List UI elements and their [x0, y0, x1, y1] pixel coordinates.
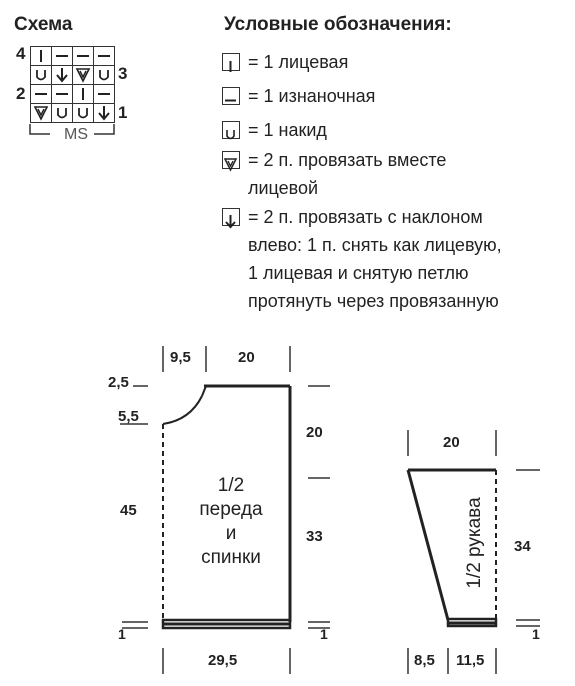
k2tog-icon	[222, 151, 240, 172]
legend-item-k2tog: = 2 п. провязать вместе лицевой	[222, 146, 446, 202]
schema-title: Схема	[14, 14, 73, 35]
dim-sleeve-bottom-right: 11,5	[456, 652, 485, 669]
body-piece-label: 1/2 переда и спинки	[199, 475, 263, 568]
legend-item-purl: = 1 изнаночная	[222, 82, 375, 110]
chart-cell-ssk	[93, 103, 115, 123]
row-number-3: 3	[118, 64, 128, 83]
dim-side-height: 33	[306, 528, 323, 545]
dim-neck-depth: 5,5	[118, 408, 139, 425]
sleeve-piece-outline	[406, 468, 498, 628]
legend-item-knit: = 1 лицевая	[222, 48, 348, 76]
body-dimension-lines	[120, 346, 330, 674]
dim-body-left-height: 45	[120, 502, 137, 519]
dim-neck-width: 9,5	[170, 349, 191, 366]
dim-sleeve-bottom-left: 8,5	[414, 652, 435, 669]
body-piece-outline	[161, 384, 292, 630]
dim-body-hem-left: 1	[118, 626, 126, 642]
legend-item-yarn-over: = 1 накид	[222, 116, 327, 144]
legend-title: Условные обозначения:	[224, 14, 452, 35]
legend-item-ssk: = 2 п. провязать с наклоном влево: 1 п. …	[222, 203, 502, 315]
dim-body-hem-right: 1	[320, 626, 328, 642]
row-number-1: 1	[118, 103, 128, 122]
knit-stitch-icon	[222, 53, 240, 72]
dim-sleeve-height: 34	[514, 538, 531, 555]
yarn-over-icon	[222, 121, 240, 140]
repeat-label: MS	[64, 126, 88, 143]
row-number-2: 2	[16, 84, 26, 103]
dim-neck-top: 2,5	[108, 374, 129, 391]
row-number-4: 4	[16, 44, 26, 63]
ssk-icon	[222, 208, 240, 229]
sleeve-dimension-lines	[407, 430, 540, 674]
purl-stitch-icon	[222, 87, 240, 105]
dim-sleeve-hem: 1	[532, 626, 540, 642]
dim-shoulder-width: 20	[238, 349, 255, 366]
sleeve-piece-label: 1/2 рукава	[464, 497, 485, 589]
dim-sleeve-top: 20	[443, 434, 460, 451]
repeat-bracket	[29, 124, 115, 135]
dim-body-bottom-width: 29,5	[208, 652, 238, 669]
dim-armhole-height: 20	[306, 424, 323, 441]
